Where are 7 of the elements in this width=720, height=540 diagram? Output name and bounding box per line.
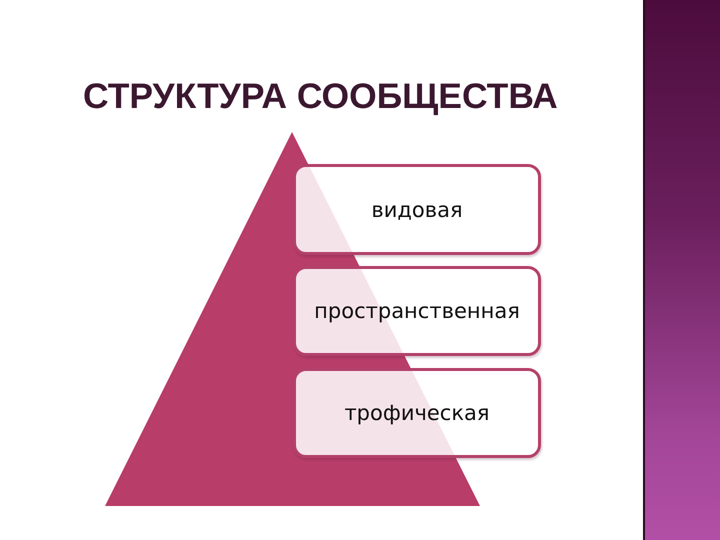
level-label: видовая — [371, 198, 463, 222]
level-label: трофическая — [344, 401, 490, 425]
level-box — [293, 164, 541, 255]
level-box — [293, 368, 541, 458]
level-label: пространственная — [314, 299, 520, 323]
level-box — [293, 266, 541, 356]
slide-title: СТРУКТУРА СООБЩЕСТВА — [83, 76, 558, 117]
